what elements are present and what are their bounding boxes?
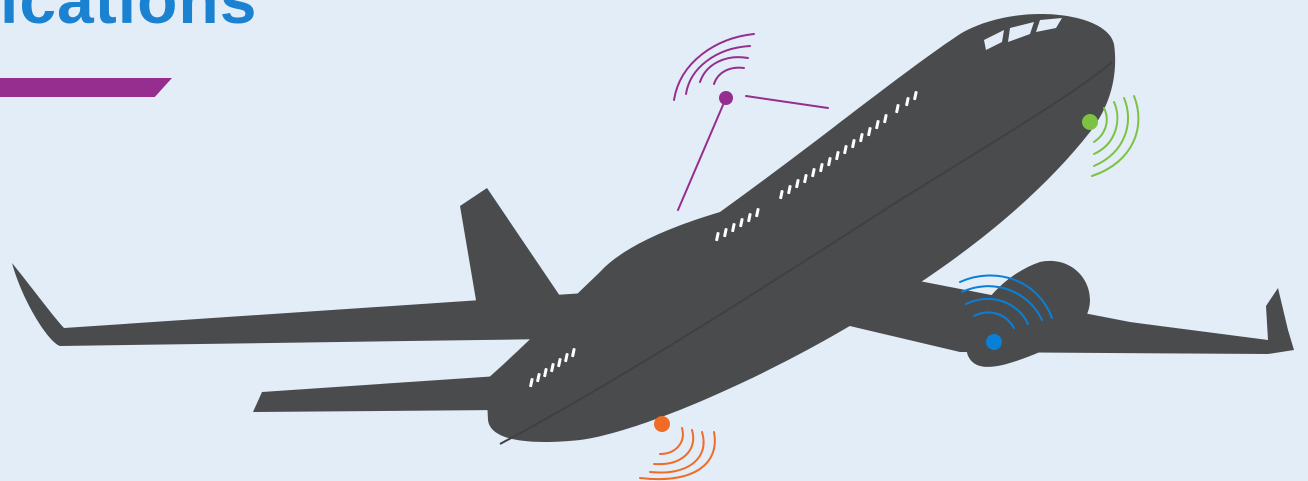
fuselage [486,14,1115,442]
belly-signal-icon [640,416,715,479]
aircraft-body [12,14,1294,444]
horizontal-stabilizer [253,376,500,412]
tail-fin [460,188,560,312]
